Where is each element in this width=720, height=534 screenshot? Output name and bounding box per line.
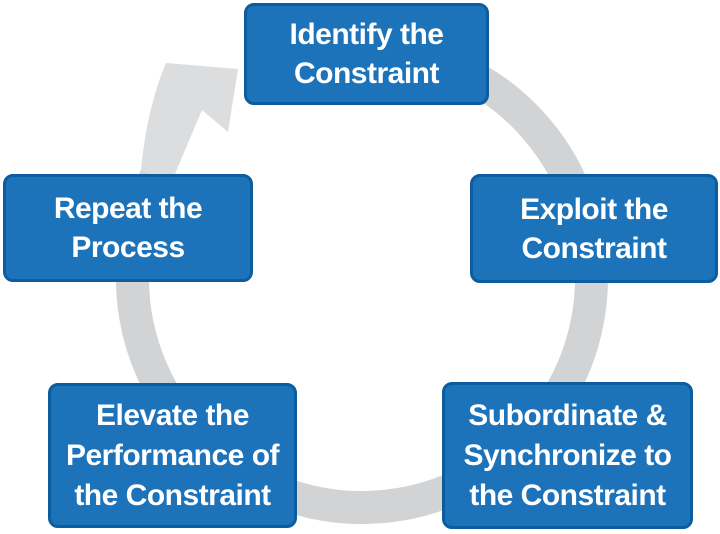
step-label: Exploit the Constraint <box>520 192 668 265</box>
step-label: Repeat the Process <box>53 192 203 264</box>
step-label: Subordinate & Synchronize to the Constra… <box>463 398 672 512</box>
step-label: Identify the Constraint <box>289 18 444 90</box>
clockwise-arrow-icon <box>140 63 238 185</box>
step-label: Elevate the Performance of the Constrain… <box>65 398 280 512</box>
step-exploit-the-constraint: Exploit the Constraint <box>470 174 718 283</box>
step-repeat-the-process: Repeat the Process <box>3 174 253 282</box>
step-elevate-performance: Elevate the Performance of the Constrain… <box>48 383 297 528</box>
step-identify-the-constraint: Identify the Constraint <box>244 3 489 105</box>
step-subordinate-synchronize: Subordinate & Synchronize to the Constra… <box>442 382 693 529</box>
